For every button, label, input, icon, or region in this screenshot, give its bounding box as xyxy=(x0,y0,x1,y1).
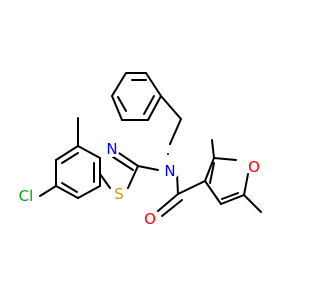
bond xyxy=(169,118,182,145)
bonds xyxy=(39,72,262,217)
bond xyxy=(99,173,111,189)
thiazole-nitrogen-label: N xyxy=(106,140,117,158)
atom-bg xyxy=(14,184,38,208)
thiazole-sulfur-label: S xyxy=(114,185,124,203)
bond xyxy=(39,185,57,197)
atom-bg xyxy=(161,162,179,180)
atom-bg xyxy=(104,141,120,157)
bond xyxy=(213,157,237,161)
bond xyxy=(243,173,249,196)
bond xyxy=(204,157,215,182)
bond xyxy=(147,95,162,121)
molecule-structure: N N S Cl O O xyxy=(14,72,262,228)
atom-bg xyxy=(111,186,127,202)
bond xyxy=(55,145,79,161)
carbonyl-oxygen-label: O xyxy=(144,210,156,228)
bond xyxy=(160,95,182,120)
chlorine-label: Cl xyxy=(19,187,34,205)
bond xyxy=(77,145,101,159)
bond xyxy=(157,193,179,212)
bond xyxy=(61,152,79,164)
bond xyxy=(137,165,159,171)
furan-oxygen-label: O xyxy=(248,158,260,176)
bond xyxy=(61,182,78,193)
bond xyxy=(204,180,222,205)
bond xyxy=(145,72,162,97)
bond xyxy=(177,180,206,195)
bond xyxy=(127,165,139,189)
bond xyxy=(117,96,127,112)
bond xyxy=(220,194,245,205)
bond xyxy=(243,194,262,213)
atom-labels: N N S Cl O O xyxy=(14,140,262,228)
bond xyxy=(176,173,179,195)
atom-bg xyxy=(142,211,158,227)
bond xyxy=(161,199,183,217)
bond xyxy=(77,185,101,199)
bond xyxy=(221,192,239,200)
bond xyxy=(112,156,134,171)
atom-bg xyxy=(246,159,262,175)
bond xyxy=(209,162,215,184)
bond xyxy=(55,185,79,199)
amide-nitrogen-label: N xyxy=(164,162,175,180)
bond xyxy=(211,139,215,159)
bond xyxy=(143,95,155,115)
bond xyxy=(111,95,123,121)
bond xyxy=(111,72,127,97)
